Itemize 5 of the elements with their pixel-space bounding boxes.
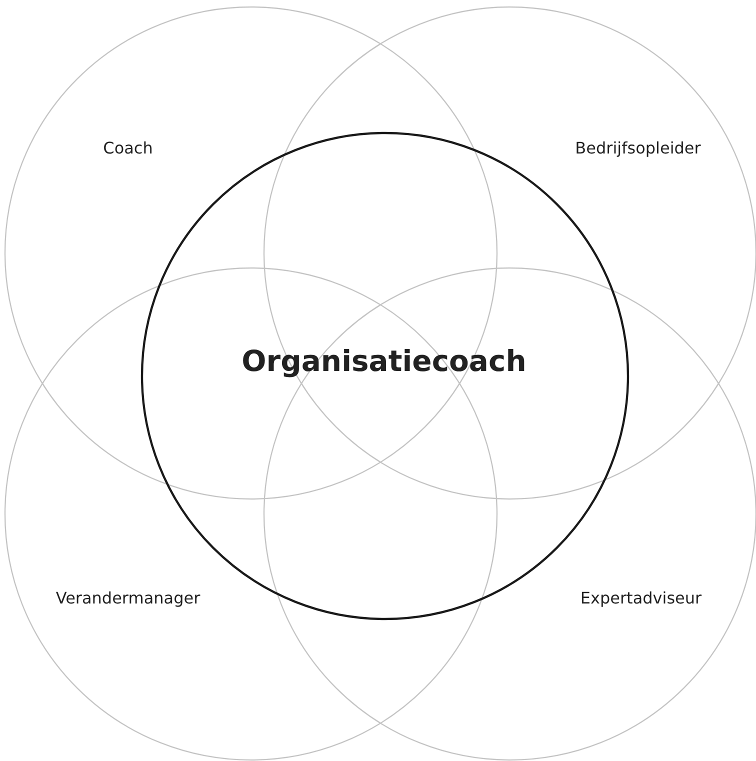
- role-label: Coach: [103, 138, 153, 158]
- role-label: Verandermanager: [56, 588, 200, 608]
- role-label: Bedrijfsopleider: [575, 138, 701, 158]
- role-label: Organisatiecoach: [242, 344, 526, 378]
- role-label: Expertadviseur: [580, 588, 702, 608]
